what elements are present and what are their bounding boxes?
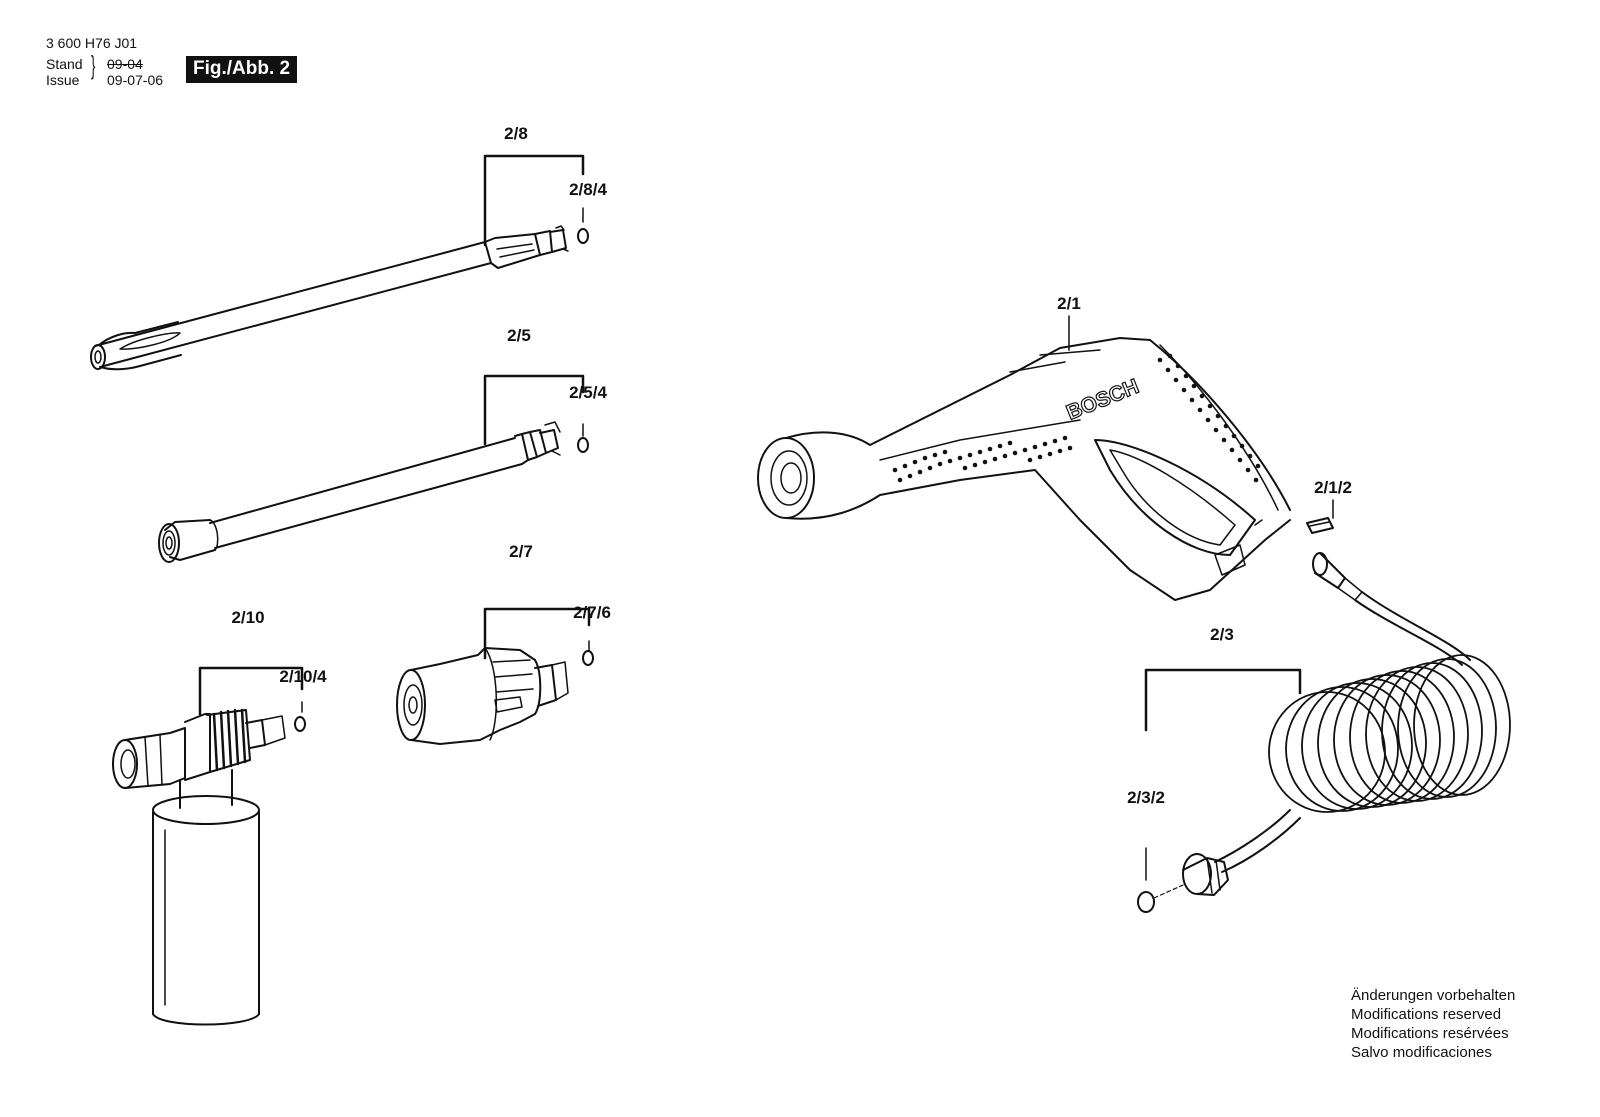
label-2-5-4: 2/5/4 xyxy=(569,383,607,402)
part-2-8-lance xyxy=(90,154,589,371)
part-2-3-hose xyxy=(1137,552,1511,913)
brace-glyph: } xyxy=(91,50,96,80)
label-2-3-2: 2/3/2 xyxy=(1127,788,1165,807)
stand-label: Stand xyxy=(46,56,83,72)
part-2-10-foam-bottle xyxy=(112,666,306,1026)
bosch-logo: BOSCH xyxy=(1063,375,1142,425)
label-2-8: 2/8 xyxy=(504,124,528,143)
part-2-1-2-clip xyxy=(1306,499,1334,534)
part-2-5-lance xyxy=(158,374,589,563)
note-line-es: Salvo modificaciones xyxy=(1351,1044,1492,1061)
part-2-1-trigger-gun xyxy=(757,315,1291,601)
label-2-7-6: 2/7/6 xyxy=(573,603,611,622)
label-2-7: 2/7 xyxy=(509,542,533,561)
label-2-3: 2/3 xyxy=(1210,625,1234,644)
label-2-5: 2/5 xyxy=(507,326,531,345)
note-line-fr: Modifications resérvées xyxy=(1351,1025,1509,1042)
modifications-note: Änderungen vorbehalten Modifications res… xyxy=(1351,986,1515,1062)
stand-date: 09-04 xyxy=(107,56,143,72)
label-2-10: 2/10 xyxy=(231,608,264,627)
issue-date: 09-07-06 xyxy=(107,72,164,88)
gun-grip-texture xyxy=(892,353,1261,483)
label-2-1: 2/1 xyxy=(1057,294,1081,313)
label-2-1-2: 2/1/2 xyxy=(1314,478,1352,497)
note-line-de: Änderungen vorbehalten xyxy=(1351,987,1516,1004)
note-line-en: Modifications reserved xyxy=(1351,1006,1502,1023)
figure-label: Fig./Abb. 2 xyxy=(186,56,298,83)
label-2-8-4: 2/8/4 xyxy=(569,180,607,199)
document-number: 3 600 H76 J01 xyxy=(46,35,138,51)
part-2-7-nozzle xyxy=(396,607,594,745)
label-2-10-4: 2/10/4 xyxy=(279,667,327,686)
issue-label: Issue xyxy=(46,72,80,88)
